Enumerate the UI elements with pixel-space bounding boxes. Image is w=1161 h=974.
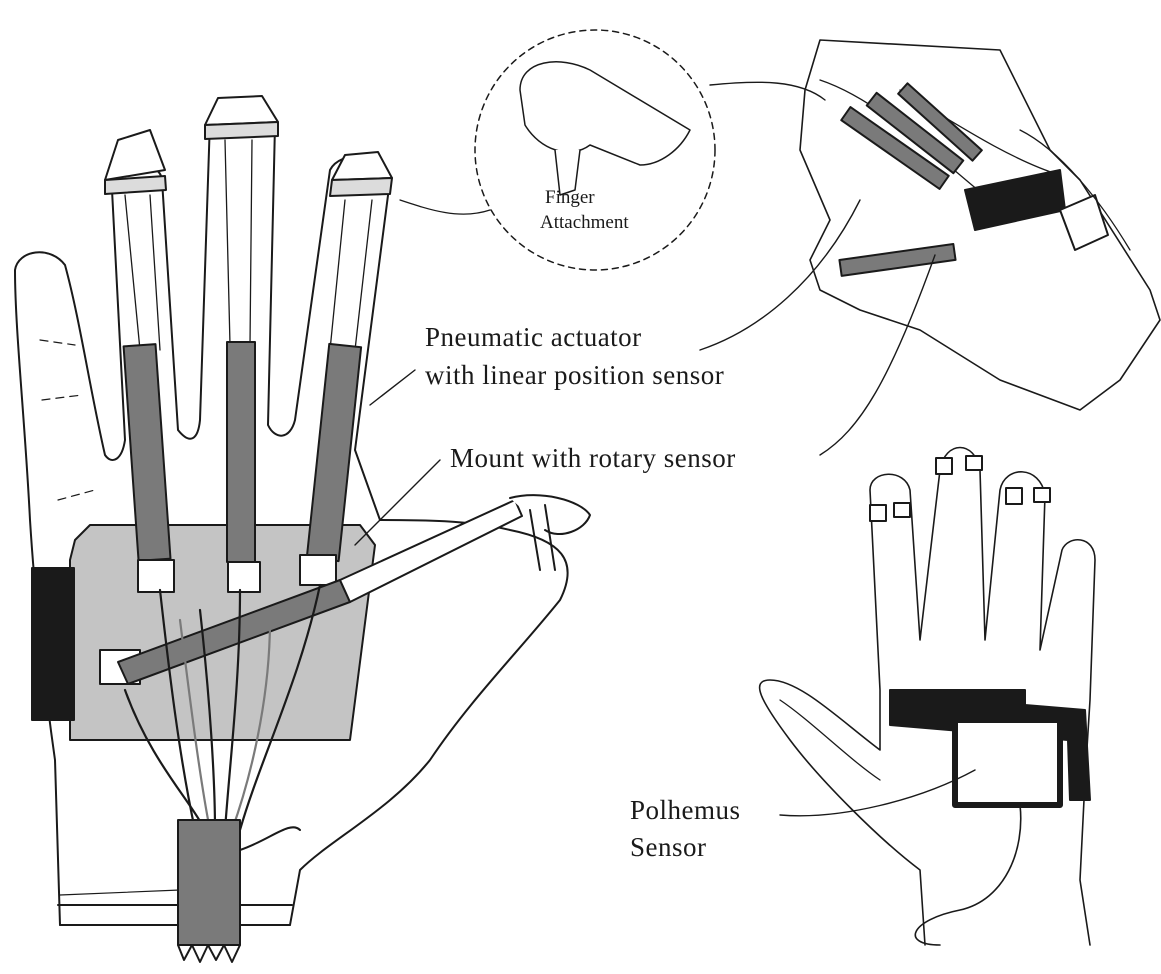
leader-polhemus: [780, 770, 975, 816]
fingertip-sensor-5: [1006, 488, 1022, 504]
cable-sleeve: [178, 820, 240, 945]
rotary-mount-2: [228, 562, 260, 592]
actuator-grip-thumb: [839, 244, 955, 276]
back-hand: [760, 448, 1095, 946]
actuator-middle: [227, 342, 255, 562]
finger-attachment-inset: [400, 30, 715, 270]
fingertip-sensor-4: [966, 456, 982, 470]
rotary-mount-3: [300, 555, 336, 585]
polhemus-sensor-box: [955, 720, 1060, 805]
finger-cap-ring: [332, 152, 392, 180]
polhemus-label-2: Sensor: [630, 832, 707, 863]
mount-label: Mount with rotary sensor: [450, 443, 736, 474]
finger-attachment-label-1: Finger: [545, 187, 595, 209]
fingertip-sensor-1: [870, 505, 886, 521]
inset-circle: [475, 30, 715, 270]
rotary-mount-1: [138, 560, 174, 592]
fingertip-sensor-3: [936, 458, 952, 474]
wrist-cuff: [58, 905, 292, 925]
polhemus-box-grip: [1060, 195, 1108, 250]
gripping-hand: [800, 40, 1160, 410]
wrist-band-left: [32, 568, 74, 720]
wrist-band-grip: [965, 170, 1065, 230]
actuator-label-2: with linear position sensor: [425, 360, 724, 391]
polhemus-label-1: Polhemus: [630, 795, 741, 826]
main-glove-hand: [15, 96, 590, 962]
finger-cap-index: [105, 130, 165, 180]
leader-mount: [355, 255, 935, 545]
leader-inset: [710, 82, 825, 100]
fingertip-sensor-6: [1034, 488, 1050, 502]
fingertip-sensor-2: [894, 503, 910, 517]
finger-attachment-label-2: Attachment: [540, 212, 629, 234]
actuator-label-1: Pneumatic actuator: [425, 322, 642, 353]
finger-cap-middle: [205, 96, 278, 125]
